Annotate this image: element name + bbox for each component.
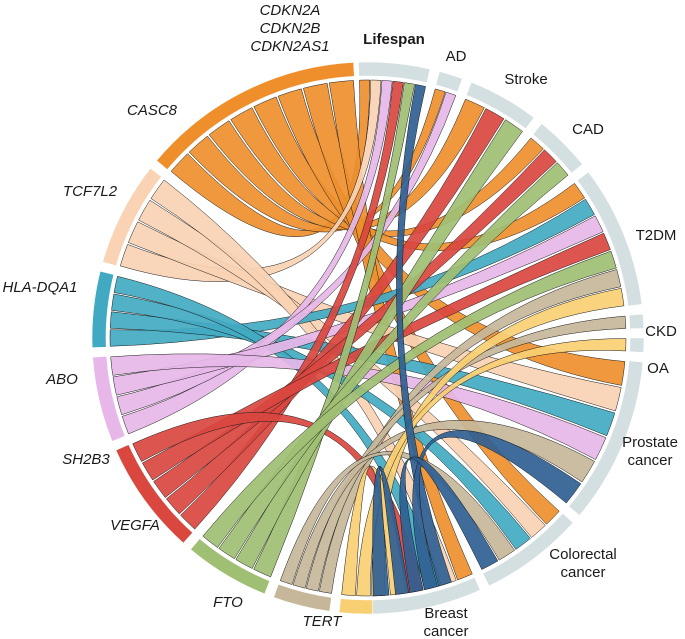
gene-label-line: HLA-DQA1 bbox=[2, 279, 77, 296]
trait-label-line: T2DM bbox=[636, 227, 677, 244]
gene-label-line: ABO bbox=[45, 371, 78, 388]
trait-label-line: Lifespan bbox=[363, 31, 425, 48]
trait-arc-t2dm bbox=[576, 171, 643, 307]
ribbon-sh2b3-t2dm bbox=[202, 250, 617, 548]
trait-label-line: Stroke bbox=[504, 71, 547, 88]
gene-label-casc8: CASC8 bbox=[127, 102, 178, 119]
trait-arc-prostate bbox=[568, 360, 644, 516]
gene-arc-casc8 bbox=[102, 167, 162, 267]
gene-label-fto: FTO bbox=[213, 594, 243, 611]
arc-layer bbox=[91, 61, 645, 615]
gene-label-line: TCF7L2 bbox=[63, 183, 118, 200]
ribbon-cdkn2-breast bbox=[328, 80, 473, 581]
ribbon-cdkn2-lifespan bbox=[170, 79, 371, 237]
trait-label-ad: AD bbox=[446, 48, 467, 65]
trait-arc-lifespan bbox=[358, 61, 431, 84]
ribbon-cdkn2-ad bbox=[188, 88, 446, 233]
trait-label-oa: OA bbox=[647, 360, 669, 377]
trait-label-stroke: Stroke bbox=[504, 71, 547, 88]
gene-label-tert: TERT bbox=[303, 613, 344, 630]
gene-label-line: VEGFA bbox=[110, 517, 160, 534]
trait-arc-colorectal bbox=[482, 512, 574, 587]
trait-label-lifespan: Lifespan bbox=[363, 31, 425, 48]
trait-label-line: Colorectal bbox=[549, 546, 617, 563]
gene-arc-sh2b3 bbox=[190, 538, 271, 595]
gene-label-line: CDKN2B bbox=[260, 20, 321, 37]
gene-label-line: TERT bbox=[303, 613, 344, 630]
trait-label-line: Breast bbox=[424, 605, 468, 622]
trait-arc-ckd bbox=[628, 313, 645, 330]
gene-label-tcf7l2: TCF7L2 bbox=[63, 183, 118, 200]
trait-label-cad: CAD bbox=[572, 121, 604, 138]
trait-label-line: CKD bbox=[645, 323, 677, 340]
trait-label-line: AD bbox=[446, 48, 467, 65]
ribbon-vegfa-colorectal bbox=[279, 451, 515, 585]
trait-arc-oa bbox=[629, 337, 645, 353]
gene-arc-hla bbox=[92, 355, 126, 442]
gene-arc-tcf7l2 bbox=[91, 270, 115, 348]
ribbon-tert-colorectal bbox=[399, 456, 499, 593]
trait-arc-stroke bbox=[465, 81, 535, 130]
ribbon-layer bbox=[109, 79, 627, 597]
gene-label-sh2b3: SH2B3 bbox=[62, 451, 110, 468]
trait-label-line: cancer bbox=[627, 452, 672, 469]
ribbon-vegfa-prostate bbox=[292, 420, 595, 589]
trait-arc-ad bbox=[435, 71, 463, 93]
gene-arc-vegfa bbox=[273, 583, 332, 612]
gene-label-line: FTO bbox=[213, 594, 243, 611]
trait-label-ckd: CKD bbox=[645, 323, 677, 340]
gene-arc-cdkn2 bbox=[156, 62, 355, 171]
trait-arc-breast bbox=[372, 576, 481, 615]
trait-label-line: OA bbox=[647, 360, 669, 377]
trait-arc-cad bbox=[532, 123, 583, 174]
gene-label-line: CASC8 bbox=[127, 102, 178, 119]
gene-label-vegfa: VEGFA bbox=[110, 517, 160, 534]
gene-label-line: SH2B3 bbox=[62, 451, 110, 468]
ribbon-casc8-breast bbox=[150, 179, 457, 586]
ribbon-tert-breast bbox=[372, 466, 410, 597]
gene-arc-abo bbox=[115, 444, 194, 544]
gene-label-hla: HLA-DQA1 bbox=[2, 279, 77, 296]
gene-label-line: CDKN2AS1 bbox=[250, 38, 329, 55]
trait-label-line: cancer bbox=[423, 623, 468, 639]
trait-label-line: cancer bbox=[560, 564, 605, 581]
trait-label-line: CAD bbox=[572, 121, 604, 138]
trait-label-t2dm: T2DM bbox=[636, 227, 677, 244]
gene-label-line: CDKN2A bbox=[260, 2, 321, 19]
trait-label-line: Prostate bbox=[622, 434, 678, 451]
gene-label-abo: ABO bbox=[45, 371, 78, 388]
